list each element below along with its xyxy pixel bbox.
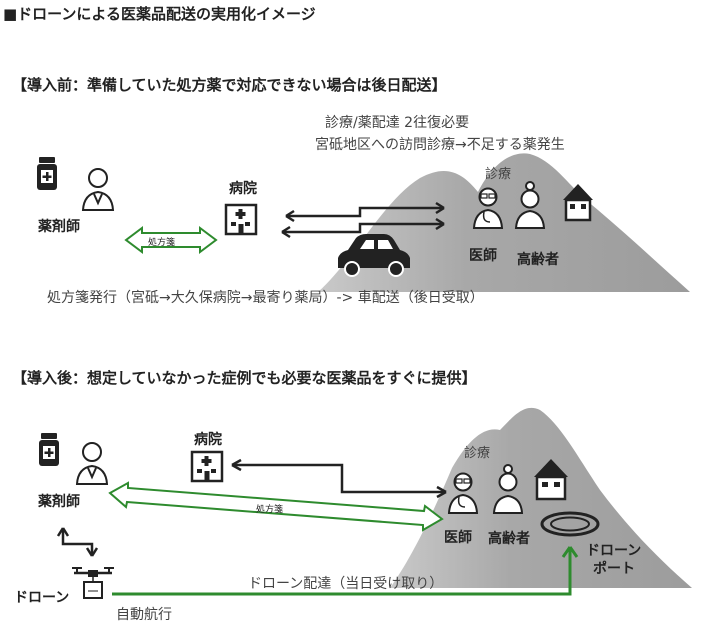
before-heading: 【導入前：準備していた処方薬で対応できない場合は後日配送】 [12,76,447,94]
prescription-arrow-after [108,481,444,532]
drone-port-label-line1: ドローン [586,543,642,559]
before-note-line1: 診療/薬配達 2往復必要 [325,115,470,131]
doctor-label-before: 医師 [469,248,497,264]
hospital-icon-after [190,450,224,483]
consultation-label-before: 診療 [485,167,512,182]
pharmacist-label-after: 薬剤師 [38,494,80,510]
house-icon-after [534,459,568,501]
autonomous-label: 自動航行 [116,607,172,623]
hospital-label-before: 病院 [229,181,257,197]
hospital-label-after: 病院 [194,432,222,448]
before-flow-text: 処方箋発行（宮砥→大久保病院→最寄り薬局）-> 車配送（後日受取） [47,290,484,306]
mountain-before [318,153,690,292]
elderly-icon-after [492,464,524,514]
drone-label: ドローン [14,590,70,606]
doctor-icon-after [447,472,479,514]
page-title: ■ドローンによる医薬品配送の実用化イメージ [3,5,316,23]
car-icon [338,234,410,277]
drone-delivery-arrow [112,546,579,596]
medicine-bottle-icon-after [39,433,59,466]
prescription-label-after: 処方箋 [256,505,284,515]
pharmacist-icon-after [75,442,109,485]
after-heading: 【導入後：想定していなかった症例でも必要な医薬品をすぐに提供】 [12,369,477,387]
doctor-label-after: 医師 [444,530,472,546]
elderly-icon-before [514,181,546,229]
round-trip-arrows-before [281,201,445,239]
pharmacist-drone-arrow [56,527,99,557]
house-icon-before [563,184,593,222]
hospital-doctor-arrow-after [231,458,447,499]
drone-icon [72,567,114,599]
drone-delivery-label: ドローン配達（当日受け取り） [248,576,444,592]
prescription-arrow-before [124,226,218,254]
pharmacist-label-before: 薬剤師 [38,219,80,235]
before-note-line2: 宮砥地区への訪問診療→不足する薬発生 [315,137,565,153]
medicine-bottle-icon-before [37,157,57,190]
doctor-icon-before [472,187,504,229]
elderly-label-before: 高齢者 [517,252,559,268]
drone-port-icon [540,511,600,537]
pharmacist-icon-before [81,168,115,211]
prescription-label-before: 処方箋 [148,238,176,248]
consultation-label-after: 診療 [464,446,491,461]
drone-port-label-line2: ポート [593,561,635,577]
hospital-icon-before [224,203,258,236]
elderly-label-after: 高齢者 [488,531,530,547]
